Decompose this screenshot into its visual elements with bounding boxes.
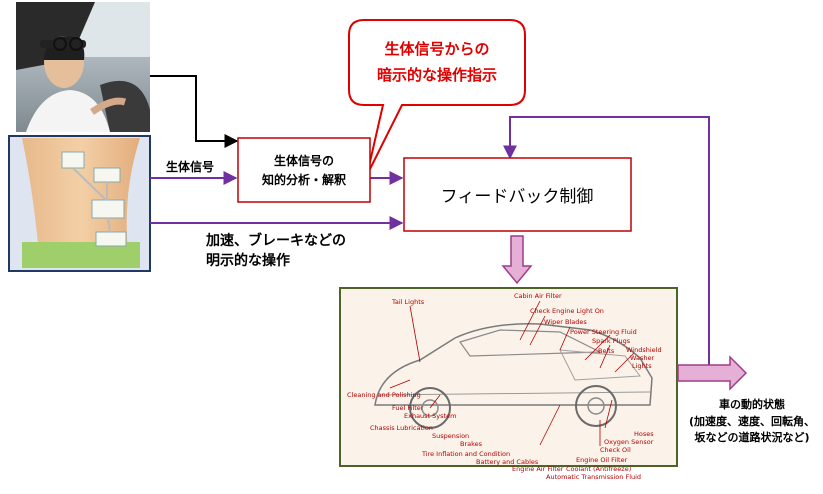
part-label: Coolant (Antifreeze) (566, 465, 631, 473)
explicit-operation-line-1: 加速、ブレーキなどの (205, 232, 346, 249)
part-label: Power Steering Fluid (570, 328, 637, 336)
part-label: Tail Lights (391, 298, 425, 306)
part-label: Battery and Cables (476, 458, 539, 466)
driver-photo (16, 2, 150, 132)
callout-line-1: 生体信号からの (384, 40, 489, 58)
vehicle-state-line-3: 坂などの道路状況など) (694, 430, 809, 444)
part-label: Fuel Filter (392, 404, 424, 412)
part-label: Engine Oil Filter (576, 456, 628, 464)
part-label: Spark Plugs (592, 337, 631, 345)
callout-line-2: 暗示的な操作指示 (377, 66, 497, 84)
part-label: Check Engine Light On (530, 307, 604, 315)
part-label: Chassis Lubrication (370, 424, 433, 432)
bio-signal-label: 生体信号 (166, 159, 214, 174)
feedback-label: フィードバック制御 (441, 187, 594, 207)
vehicle-state-line-1: 車の動的状態 (719, 397, 785, 411)
car-maintenance-illustration: Tail Lights Cabin Air Filter Check Engin… (339, 287, 678, 481)
part-label: Automatic Transmission Fluid (546, 473, 641, 481)
part-label: Cleaning and Polishing (347, 391, 421, 399)
part-label: Oxygen Sensor (604, 438, 654, 446)
analysis-box: 生体信号の 知的分析・解釈 (237, 137, 371, 203)
part-label: Wiper Blades (544, 318, 587, 326)
analysis-line-2: 知的分析・解釈 (261, 172, 347, 187)
feedback-loop-arrow (503, 116, 710, 365)
implicit-instruction-callout: 生体信号からの 暗示的な操作指示 (348, 19, 526, 176)
right-block-arrow (677, 355, 748, 391)
part-label: Check Oil (600, 446, 631, 454)
analysis-line-1: 生体信号の (274, 153, 334, 168)
part-label: Engine Air Filter (512, 465, 564, 473)
sensor-back-photo (8, 135, 151, 272)
part-label: Windshield (626, 346, 662, 354)
part-label: Belts (598, 347, 615, 355)
feedback-control-box: フィードバック制御 (403, 157, 632, 232)
part-label: Washer (630, 354, 654, 362)
vehicle-state-label: 車の動的状態 (加速度、速度、回転角、 坂などの道路状況など) (689, 397, 815, 444)
down-block-arrow (501, 235, 533, 285)
part-label: Cabin Air Filter (514, 292, 562, 300)
part-label: Lights (632, 362, 652, 370)
part-label: Hoses (634, 430, 654, 438)
part-label: Suspension (432, 432, 469, 440)
vehicle-state-line-2: (加速度、速度、回転角、 (689, 414, 815, 428)
part-label: Exhaust System (404, 412, 456, 420)
explicit-operation-line-2: 明示的な操作 (206, 252, 290, 269)
part-label: Brakes (460, 440, 483, 448)
driver-to-analysis-arrow (150, 75, 239, 148)
part-label: Tire Inflation and Condition (421, 450, 510, 458)
